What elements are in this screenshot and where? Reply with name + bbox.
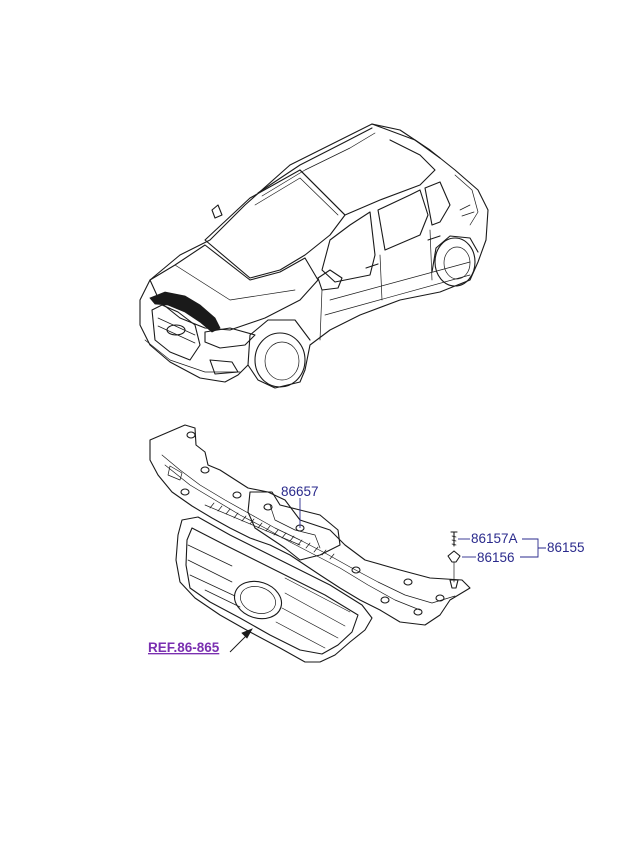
part-label-86657: 86657 [281, 484, 319, 499]
leader-ref-arrowhead [241, 628, 253, 639]
car-illustration [139, 123, 489, 389]
radiator-grille [175, 516, 373, 663]
part-label-86155: 86155 [547, 540, 585, 555]
bracket-86155 [520, 538, 546, 558]
fastener-parts [447, 531, 461, 589]
part-label-86157A: 86157A [471, 531, 518, 546]
part-label-86156: 86156 [477, 550, 515, 565]
reference-label[interactable]: REF.86-865 [148, 640, 220, 655]
grille-mounting-panel [149, 424, 471, 626]
